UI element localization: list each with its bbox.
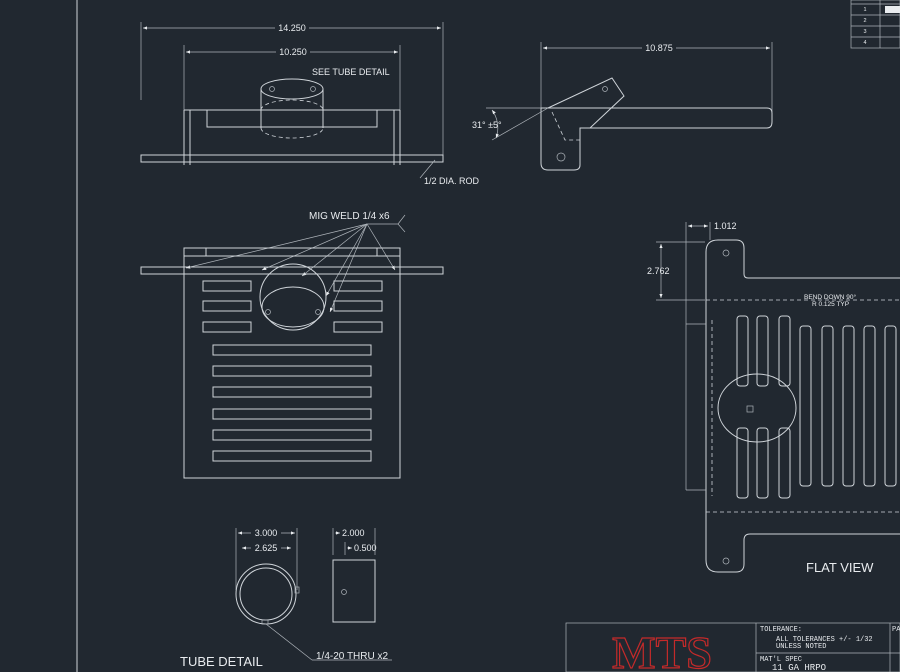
material-value: 11 GA HRPO [772, 663, 826, 672]
material-label: MAT'L SPEC [760, 656, 802, 664]
bracket-outline [183, 109, 401, 165]
tube-detail: 3.000 2.625 1/4-20 THRU x2 TUBE DETAIL 2… [180, 527, 392, 669]
front-view: 14.250 10.250 SEE TUBE DETAIL 1/2 DIA. R… [140, 22, 480, 186]
tube-offset-text: 0.500 [354, 543, 377, 553]
flat-flange-text: 1.012 [714, 221, 737, 231]
flat-view-title: FLAT VIEW [806, 560, 874, 575]
revision-table: 1 2 3 4 [850, 0, 900, 49]
top-tube [259, 263, 327, 331]
pa-label: PA [892, 626, 900, 634]
dim-length-text: 10.875 [645, 43, 673, 53]
weld-note: MIG WELD 1/4 x6 [309, 211, 390, 222]
tube-length-text: 2.000 [342, 528, 365, 538]
company-logo: MTS [612, 627, 712, 672]
rod [140, 154, 444, 163]
top-view: MIG WELD 1/4 x6 [140, 211, 444, 479]
tolerance-line-2: UNLESS NOTED [776, 643, 826, 651]
top-rod [140, 266, 444, 275]
rev-row-4: 4 [863, 40, 866, 46]
rev-row-3: 3 [863, 29, 866, 35]
top-plate [183, 247, 401, 479]
see-tube-detail-note: SEE TUBE DETAIL [312, 67, 390, 77]
hole-note: 1/4-20 THRU x2 [316, 651, 389, 662]
flat-height-text: 2.762 [647, 266, 670, 276]
tube-od-text: 3.000 [255, 528, 278, 538]
flat-slots [736, 315, 897, 499]
side-profile [540, 107, 773, 171]
tube-detail-title: TUBE DETAIL [180, 654, 263, 669]
flat-outline [705, 239, 900, 573]
rod-note: 1/2 DIA. ROD [424, 176, 480, 186]
tolerance-label: TOLERANCE: [760, 626, 802, 634]
rev-row-2: 2 [863, 18, 866, 24]
rev-row-1: 1 [863, 7, 866, 13]
bend-note-2: R 0.125 TYP [812, 301, 849, 308]
bend-note-1: BEND DOWN 90° [804, 293, 856, 301]
dim-overall-text: 14.250 [278, 23, 306, 33]
tube-section [235, 563, 297, 625]
vent-slots [202, 280, 383, 462]
tolerance-line-1: ALL TOLERANCES +/- 1/32 [776, 636, 873, 644]
tube-id-text: 2.625 [255, 543, 278, 553]
tube-side [332, 559, 376, 623]
dim-angle-text: 31° ±5° [472, 120, 502, 130]
dim-inner-text: 10.250 [279, 47, 307, 57]
flat-view: 1.012 2.762 BEND DOWN 90° R 0.125 TYP [647, 221, 900, 575]
side-view: 10.875 31° ±5° [472, 42, 773, 171]
title-block: MTS TOLERANCE: ALL TOLERANCES +/- 1/32 U… [565, 622, 900, 672]
flat-tube-hole [717, 373, 797, 443]
